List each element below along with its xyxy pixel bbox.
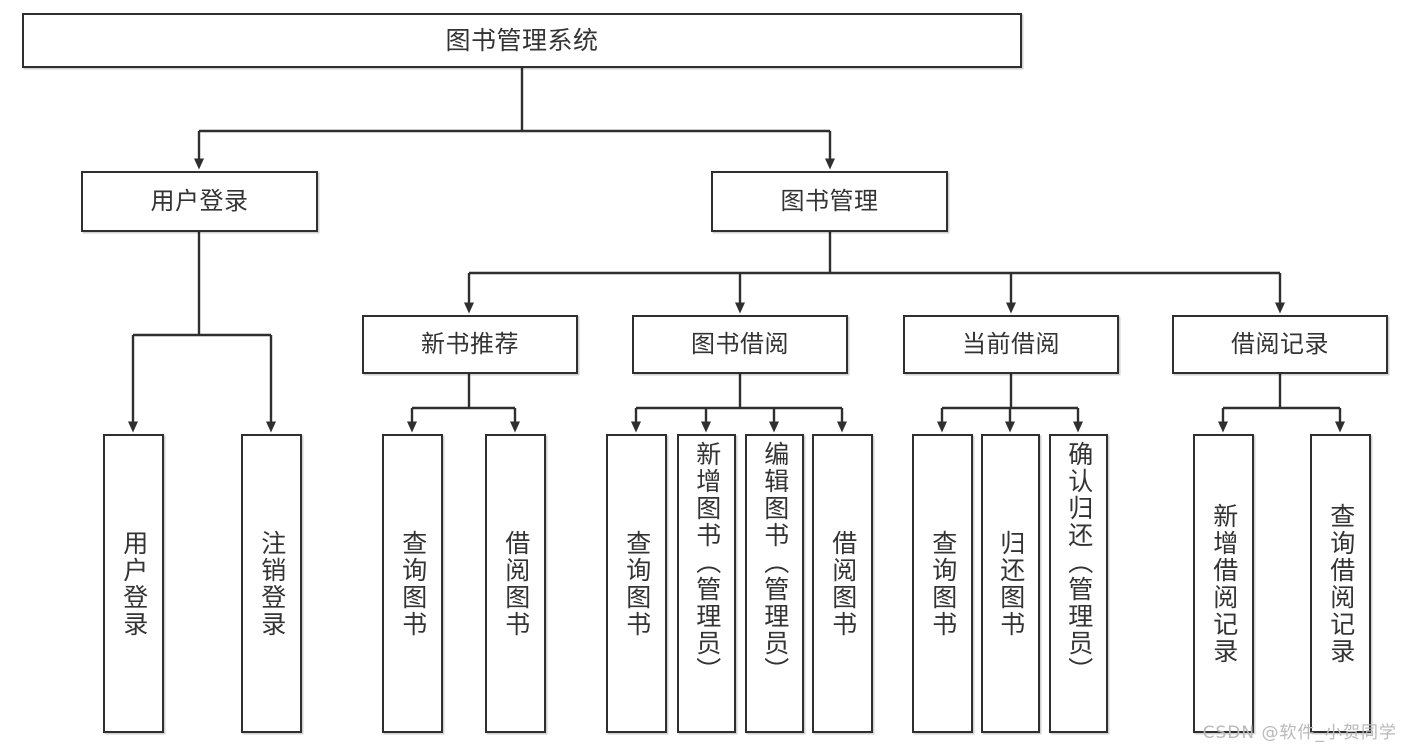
leaf-query-book-recommend-label: 查询图书 [398,529,428,638]
node-book-management[interactable]: 图书管理 [711,171,948,232]
node-book-borrow-label: 图书借阅 [691,330,789,359]
leaf-logout-label: 注销登录 [257,529,287,638]
leaf-query-book-borrow-label: 查询图书 [622,529,652,638]
node-borrow-record[interactable]: 借阅记录 [1172,315,1388,374]
node-current-borrow-label: 当前借阅 [962,330,1060,359]
leaf-borrow-book-recommend[interactable]: 借阅图书 [485,434,546,733]
node-book-borrow[interactable]: 图书借阅 [632,315,848,374]
node-new-book-recommend[interactable]: 新书推荐 [362,315,578,374]
leaf-add-book-admin[interactable]: 新增图书（管理员） [677,434,736,733]
leaf-logout[interactable]: 注销登录 [241,434,302,733]
leaf-query-book-borrow[interactable]: 查询图书 [606,434,667,733]
leaf-query-book-current-label: 查询图书 [928,529,958,638]
node-user-login[interactable]: 用户登录 [81,171,318,232]
leaf-return-book-label: 归还图书 [996,529,1026,638]
leaf-add-book-admin-label: 新增图书（管理员） [692,441,722,684]
leaf-query-borrow-record-label: 查询借阅记录 [1326,502,1356,665]
leaf-confirm-return-admin-label: 确认归还（管理员） [1064,441,1094,684]
leaf-query-book-recommend[interactable]: 查询图书 [382,434,443,733]
node-borrow-record-label: 借阅记录 [1231,330,1329,359]
leaf-add-borrow-record-label: 新增借阅记录 [1209,502,1239,665]
leaf-edit-book-admin[interactable]: 编辑图书（管理员） [745,434,804,733]
leaf-query-book-current[interactable]: 查询图书 [912,434,973,733]
leaf-edit-book-admin-label: 编辑图书（管理员） [760,441,790,684]
leaf-confirm-return-admin[interactable]: 确认归还（管理员） [1049,434,1108,733]
leaf-query-borrow-record[interactable]: 查询借阅记录 [1310,434,1371,733]
node-current-borrow[interactable]: 当前借阅 [903,315,1119,374]
leaf-borrow-book-label: 借阅图书 [828,529,858,638]
leaf-add-borrow-record[interactable]: 新增借阅记录 [1193,434,1254,733]
leaf-borrow-book-recommend-label: 借阅图书 [501,529,531,638]
leaf-user-login-label: 用户登录 [119,529,149,638]
node-new-book-recommend-label: 新书推荐 [421,330,519,359]
node-root[interactable]: 图书管理系统 [22,13,1022,68]
node-book-management-label: 图书管理 [780,187,879,216]
node-root-label: 图书管理系统 [445,25,599,55]
node-user-login-label: 用户登录 [150,187,249,216]
watermark: CSDN @软件_小贺同学 [1202,723,1397,743]
leaf-borrow-book[interactable]: 借阅图书 [812,434,873,733]
leaf-user-login[interactable]: 用户登录 [103,434,164,733]
leaf-return-book[interactable]: 归还图书 [981,434,1040,733]
